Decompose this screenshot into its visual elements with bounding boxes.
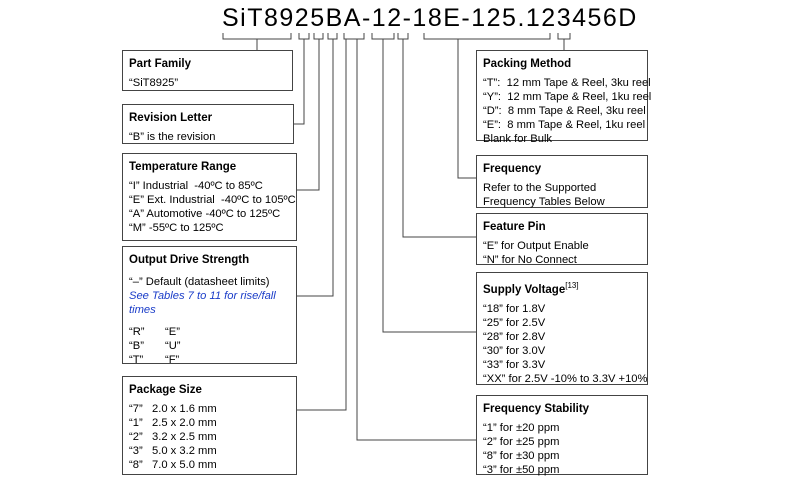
see-tables-note: See Tables 7 to 11 for rise/fall times [129,290,276,316]
part-number: SiT8925BA-12-18E-125.123456D [222,4,638,32]
package-line: “2” 3.2 x 2.5 mm [129,431,217,443]
packing-method-title: Packing Method [483,58,572,70]
bracket-revision [298,33,310,40]
leader-frequency [457,39,476,179]
bracket-packing [557,33,571,40]
stability-line: “2” for ±25 ppm [483,436,560,448]
supply-line: “25” for 2.5V [483,316,546,329]
bracket-temperature [313,33,324,40]
leader-temperature [297,39,320,191]
packing-method-box: Packing Method “T”: 12 mm Tape & Reel, 3… [476,50,652,145]
bracket-supply [371,33,395,40]
package-line: “3” 5.0 x 3.2 mm [129,445,217,457]
leader-drive [297,39,334,297]
supply-voltage-title-text: Supply Voltage [483,283,566,296]
stability-line: “8” for ±30 ppm [483,450,560,462]
frequency-stability-title: Frequency Stability [483,403,590,415]
package-line: “1” 2.5 x 2.0 mm [129,417,217,429]
drive-code: “B” [129,340,144,352]
frequency-stability-box: Frequency Stability “1” for ±20 ppm “2” … [476,395,648,476]
frequency-line: Refer to the Supported [483,182,597,194]
feature-pin-line: “N” for No Connect [483,254,577,266]
packing-line: “T”: 12 mm Tape & Reel, 3ku reel [483,77,651,89]
stability-line: “1” for ±20 ppm [483,422,560,434]
frequency-box: Frequency Refer to the Supported Frequen… [476,155,648,208]
feature-pin-line: “E” for Output Enable [483,240,589,252]
package-size-box: Package Size “7” 2.0 x 1.6 mm “1” 2.5 x … [122,376,297,475]
part-family-title: Part Family [129,58,191,70]
supply-voltage-title: Supply Voltage[13] [483,279,641,297]
temperature-line: “I” Industrial -40ºC to 85ºC [129,180,263,192]
temperature-range-box: Temperature Range “I” Industrial -40ºC t… [122,153,297,241]
supply-line: “18” for 1.8V [483,302,546,315]
stability-line: “3” for ±50 ppm [483,464,560,476]
temperature-line: “E” Ext. Industrial -40ºC to 105ºC [129,194,296,206]
drive-default-line: “–” Default (datasheet limits) [129,276,270,288]
drive-code: “E” [165,326,180,338]
drive-code: “R” [129,326,145,338]
package-line: “8” 7.0 x 5.0 mm [129,459,217,471]
drive-code: “T” [129,354,144,366]
bracket-frequency [423,33,551,40]
leader-revision [294,39,305,125]
bracket-feature [397,33,409,40]
supply-line: “28” for 2.8V [483,330,546,343]
supply-line: “XX” for 2.5V -10% to 3.3V +10% [483,372,648,385]
supply-line: “30” for 3.0V [483,344,546,357]
leader-package [297,39,347,411]
supply-voltage-box: Supply Voltage[13] “18” for 1.8V “25” fo… [476,272,648,385]
revision-letter-box: Revision Letter “B” is the revision [122,104,294,144]
supply-line: “33” for 3.3V [483,358,546,371]
supply-voltage-footnote: [13] [565,281,579,290]
leader-supply [382,39,476,333]
packing-line: “D”: 8 mm Tape & Reel, 3ku reel [483,105,646,117]
revision-letter-title: Revision Letter [129,112,213,124]
packing-line: “E”: 8 mm Tape & Reel, 1ku reel [483,119,646,131]
packing-line: Blank for Bulk [483,133,553,145]
drive-code: “F” [165,354,180,366]
bracket-drive [327,33,338,40]
leader-feature [402,39,476,238]
frequency-title: Frequency [483,163,542,175]
output-drive-strength-title: Output Drive Strength [129,254,250,266]
output-drive-strength-box: Output Drive Strength “–” Default (datas… [122,246,297,366]
part-family-line: “SiT8925” [129,77,179,89]
temperature-range-title: Temperature Range [129,161,237,173]
temperature-line: “A” Automotive -40ºC to 125ºC [129,208,281,220]
bracket-package [343,33,365,40]
leader-stability [356,39,476,441]
drive-code: “U” [165,340,181,352]
frequency-line: Frequency Tables Below [483,196,605,208]
packing-line: “Y”: 12 mm Tape & Reel, 1ku reel [483,91,652,103]
feature-pin-box: Feature Pin “E” for Output Enable “N” fo… [476,213,648,266]
bracket-part-family [222,33,292,40]
package-size-title: Package Size [129,384,202,396]
revision-letter-line: “B” is the revision [129,131,216,143]
feature-pin-title: Feature Pin [483,221,546,233]
package-line: “7” 2.0 x 1.6 mm [129,403,217,415]
part-family-box: Part Family “SiT8925” [122,50,293,91]
temperature-line: “M” -55ºC to 125ºC [129,222,224,234]
